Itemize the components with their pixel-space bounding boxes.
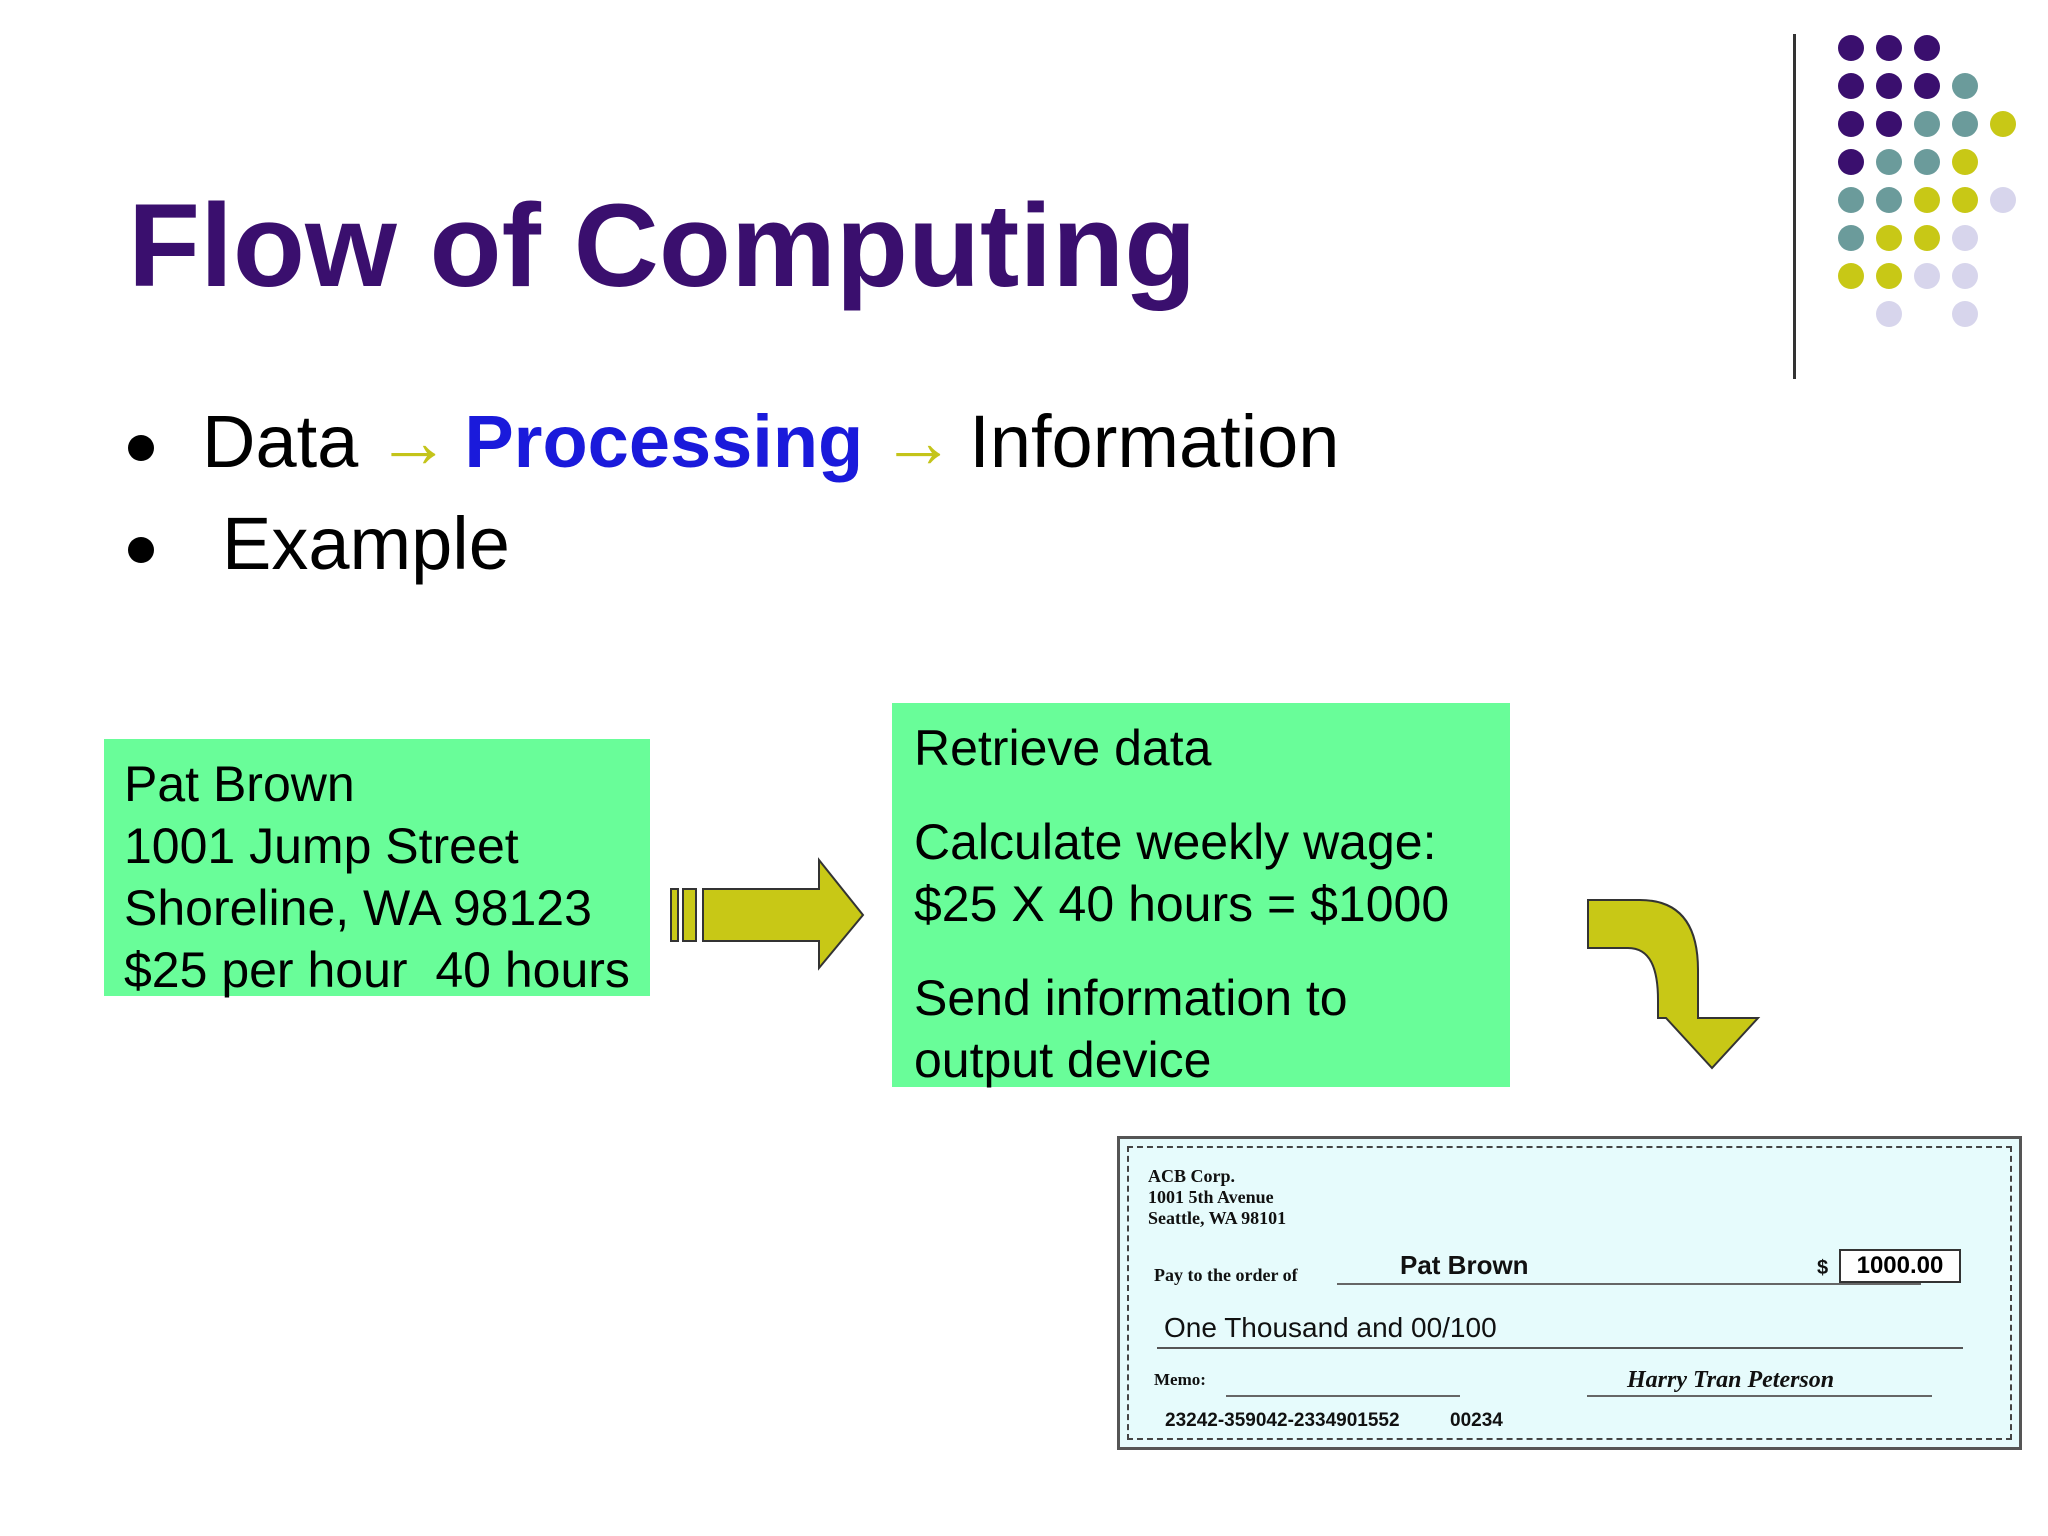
input-data-box: Pat Brown 1001 Jump Street Shoreline, WA… [104,739,650,998]
decorative-dot [1876,149,1902,175]
check-number: 00234 [1450,1410,1503,1431]
check-company-name: ACB Corp. [1148,1166,1236,1186]
decorative-dot [1876,263,1902,289]
check-dollar-sign: $ [1817,1257,1829,1279]
decorative-dot [1914,225,1940,251]
decorative-dot [1876,35,1902,61]
decorative-dot-grid [1838,35,2016,327]
decorative-dot [1838,111,1864,137]
decorative-dot [1952,225,1978,251]
vertical-divider-line [1793,34,1796,379]
arrow-right-icon: → [881,400,956,483]
decorative-dot [1990,111,2016,137]
check-signature-line [1587,1395,1932,1397]
decorative-dot [1838,187,1864,213]
check-background [1117,1136,2022,1450]
decorative-dot [1914,111,1940,137]
decorative-dot [1876,111,1902,137]
processing-step: Send information to [914,970,1348,1026]
check-memo-line [1226,1395,1460,1397]
check-company-street: 1001 5th Avenue [1148,1187,1274,1207]
striped-right-arrow-icon [670,857,865,971]
decorative-dot [1838,35,1864,61]
decorative-dot [1914,187,1940,213]
decorative-dot [1838,73,1864,99]
check-words-line [1157,1347,1963,1349]
bullet-text: Data→Processing→Information [202,405,1339,479]
check-payee: Pat Brown [1400,1250,1529,1280]
decorative-dot [1914,73,1940,99]
decorative-dot [1952,111,1978,137]
processing-step: $25 X 40 hours = $1000 [914,876,1450,932]
decorative-dot [1876,73,1902,99]
input-line: Shoreline, WA 98123 [124,880,592,936]
decorative-dot [1876,225,1902,251]
decorative-dot [1838,149,1864,175]
arrow-right-icon: → [376,400,451,483]
decorative-dot [1952,301,1978,327]
decorative-dot [1952,187,1978,213]
check-memo-label: Memo: [1154,1370,1206,1389]
information-word: Information [969,400,1340,483]
decorative-dot [1876,301,1902,327]
input-line: $25 per hour 40 hours [124,942,630,998]
check-company-city: Seattle, WA 98101 [1148,1208,1287,1228]
input-line: 1001 Jump Street [124,818,519,874]
data-word: Data [202,400,359,483]
decorative-dot [1990,187,2016,213]
decorative-dot [1952,149,1978,175]
processing-word: Processing [464,400,864,483]
decorative-dot [1838,225,1864,251]
decorative-dot [1914,149,1940,175]
curved-down-arrow-icon [1587,899,1761,1070]
bullet-dot-icon [128,435,154,461]
check-routing-number: 23242-359042-2334901552 [1165,1410,1400,1431]
check-border [1127,1146,2012,1440]
check-amount-words: One Thousand and 00/100 [1164,1312,1497,1343]
check-payee-line [1337,1283,1921,1285]
page-title: Flow of Computing [128,180,1197,312]
processing-step: Retrieve data [914,720,1212,776]
check-pay-to-label: Pay to the order of [1154,1265,1298,1285]
check-signature: Harry Tran Peterson [1627,1367,1835,1393]
processing-step: output device [914,1032,1212,1088]
decorative-dot [1914,263,1940,289]
input-line: Pat Brown [124,756,355,812]
decorative-dot [1952,73,1978,99]
decorative-dot [1914,35,1940,61]
decorative-dot [1838,263,1864,289]
check-amount: 1000.00 [1839,1249,1961,1283]
processing-box: Retrieve data Calculate weekly wage: $25… [892,703,1510,1088]
decorative-dot [1876,187,1902,213]
bullet-text: Example [222,502,510,585]
bullet-dot-icon [128,537,154,563]
decorative-dot [1952,263,1978,289]
paycheck-output: ACB Corp. 1001 5th Avenue Seattle, WA 98… [1117,1136,2022,1450]
processing-step: Calculate weekly wage: [914,814,1437,870]
